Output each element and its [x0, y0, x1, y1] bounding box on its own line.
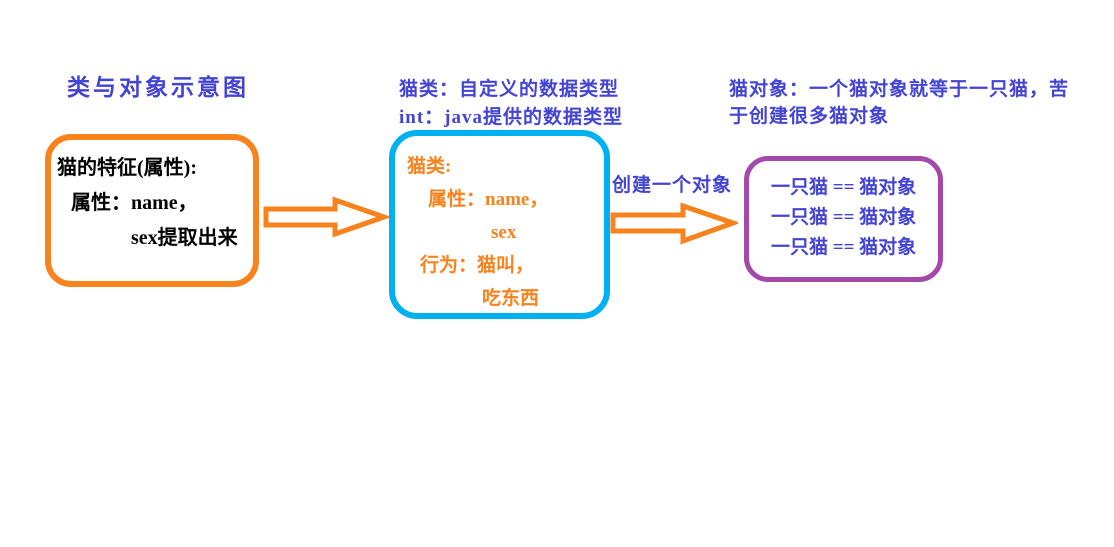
right-arrow-icon	[263, 196, 392, 238]
object-annotation: 猫对象：一个猫对象就等于一只猫，苦 于创建很多猫对象	[729, 76, 1069, 130]
create-object-label: 创建一个对象	[612, 175, 733, 196]
object-box-line: 一只猫 == 猫对象	[771, 207, 917, 228]
feature-box-line: 猫的特征(属性):	[57, 157, 197, 179]
diagram-title: 类与对象示意图	[67, 75, 249, 100]
class-annotation-line: 猫类：自定义的数据类型	[399, 79, 620, 100]
class-box-line: 属性：name，	[428, 189, 549, 210]
right-arrow-icon	[610, 202, 741, 245]
object-annotation-line: 猫对象：一个猫对象就等于一只猫，苦	[729, 79, 1070, 100]
cat-features-box: 猫的特征(属性): 属性：name， sex提取出来	[45, 134, 259, 287]
feature-box-line: sex提取出来	[131, 227, 238, 249]
class-to-object-arrow	[610, 201, 741, 252]
cat-object-box: 一只猫 == 猫对象 一只猫 == 猫对象 一只猫 == 猫对象	[744, 156, 943, 282]
cat-class-box: 猫类: 属性：name， sex 行为：猫叫， 吃东西	[389, 130, 610, 319]
features-to-class-arrow	[263, 196, 392, 245]
object-annotation-line: 于创建很多猫对象	[729, 106, 890, 127]
class-box-line: 猫类:	[407, 156, 452, 177]
class-annotation: 猫类：自定义的数据类型 int：java提供的数据类型	[399, 76, 623, 132]
object-box-line: 一只猫 == 猫对象	[771, 177, 917, 198]
object-box-line: 一只猫 == 猫对象	[771, 237, 917, 258]
class-annotation-line: int：java提供的数据类型	[399, 107, 624, 128]
class-box-line: 吃东西	[482, 288, 540, 309]
feature-box-line: 属性：name，	[71, 192, 198, 214]
class-box-line: sex	[491, 222, 517, 243]
class-box-line: 行为：猫叫，	[420, 255, 535, 276]
